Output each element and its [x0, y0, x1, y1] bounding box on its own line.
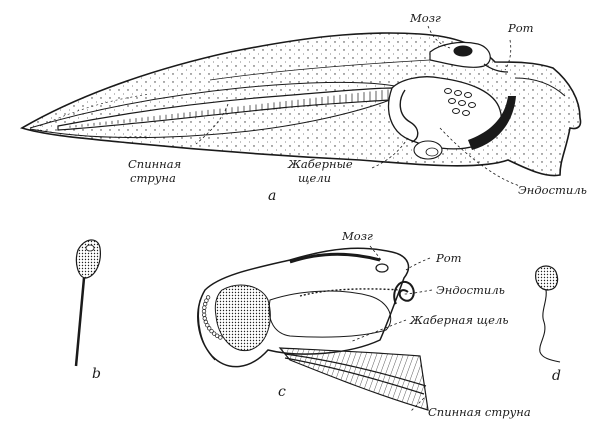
label-c-gill-slit: Жаберная щель: [409, 313, 509, 327]
figure-a-letter: a: [268, 188, 276, 204]
papilla: [218, 335, 223, 340]
label-a-endostyle: Эндостиль: [518, 183, 587, 197]
figure-c: [197, 245, 433, 413]
label-a-notochord-1: Спинная: [128, 157, 181, 171]
label-a-gills-2: щели: [298, 171, 331, 185]
gill-slit-c: [393, 281, 415, 305]
stomach-c: [214, 284, 271, 352]
label-c-mouth: Рот: [435, 251, 462, 265]
label-a-gills-1: Жаберные: [287, 157, 353, 171]
label-c-brain: Мозг: [341, 229, 373, 243]
papilla: [207, 326, 212, 331]
label-c-endostyle: Эндостиль: [436, 283, 505, 297]
figure-a: [20, 25, 582, 187]
figure-d-letter: d: [552, 368, 561, 384]
papilla: [214, 333, 220, 338]
label-a-brain: Мозг: [409, 11, 441, 25]
tail-c: [278, 347, 429, 411]
papilla: [204, 298, 209, 303]
papilla: [212, 331, 217, 336]
figure-c-letter: c: [278, 384, 286, 400]
papilla: [209, 328, 214, 334]
label-a-notochord-2: струна: [130, 171, 176, 185]
figure-b: [74, 239, 101, 367]
figure-d: [535, 265, 561, 363]
endostyle-a: [468, 96, 516, 150]
figure-b-letter: b: [92, 366, 101, 382]
papilla: [205, 295, 211, 300]
label-c-notochord: Спинная струна: [428, 405, 531, 419]
label-a-mouth: Рот: [507, 21, 534, 35]
